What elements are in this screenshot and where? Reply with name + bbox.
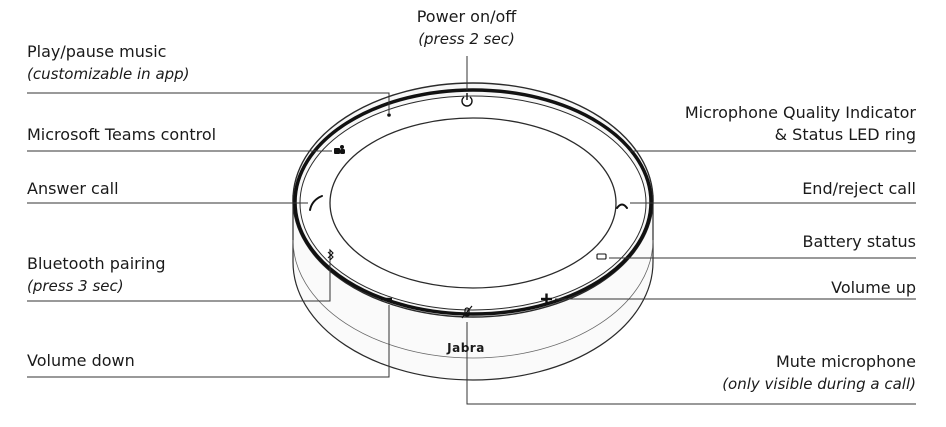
label-bluetooth-title: Bluetooth pairing bbox=[27, 254, 166, 273]
label-power: Power on/off (press 2 sec) bbox=[0, 6, 933, 50]
label-mute-note: (only visible during a call) bbox=[722, 375, 916, 393]
label-mute: Mute microphone (only visible during a c… bbox=[722, 351, 916, 395]
device-top bbox=[292, 82, 654, 318]
label-teams-title: Microsoft Teams control bbox=[27, 125, 217, 144]
label-end-reject-title: End/reject call bbox=[802, 179, 916, 198]
play-pause-dot-icon[interactable] bbox=[387, 113, 391, 117]
label-answer: Answer call bbox=[27, 178, 119, 200]
label-volume-down: Volume down bbox=[27, 350, 135, 372]
label-end-reject: End/reject call bbox=[802, 178, 916, 200]
mute-microphone-icon[interactable] bbox=[461, 305, 473, 319]
leader-play-pause bbox=[27, 92, 390, 113]
speaker-grill bbox=[329, 117, 617, 289]
leader-lines bbox=[27, 56, 916, 405]
bluetooth-icon[interactable] bbox=[327, 248, 334, 262]
label-play-pause-title: Play/pause music bbox=[27, 42, 167, 61]
leader-mute bbox=[466, 322, 916, 405]
label-play-pause: Play/pause music (customizable in app) bbox=[27, 41, 190, 85]
label-answer-title: Answer call bbox=[27, 179, 119, 198]
leader-volume-down bbox=[27, 305, 390, 378]
label-volume-up: Volume up bbox=[831, 277, 916, 299]
label-bluetooth: Bluetooth pairing (press 3 sec) bbox=[27, 253, 165, 297]
label-volume-up-title: Volume up bbox=[831, 278, 916, 297]
brand-logo: Jabra bbox=[447, 341, 485, 355]
battery-icon bbox=[596, 253, 607, 260]
label-bluetooth-note: (press 3 sec) bbox=[27, 277, 124, 295]
label-play-pause-note: (customizable in app) bbox=[27, 65, 190, 83]
label-mic-indicator-line2: & Status LED ring bbox=[774, 125, 916, 144]
answer-call-icon[interactable] bbox=[309, 195, 323, 211]
teams-icon[interactable] bbox=[334, 145, 345, 154]
label-battery-title: Battery status bbox=[802, 232, 916, 251]
label-teams: Microsoft Teams control bbox=[27, 124, 216, 146]
label-battery: Battery status bbox=[803, 231, 916, 253]
label-power-note: (press 2 sec) bbox=[418, 30, 515, 48]
label-power-title: Power on/off bbox=[416, 7, 517, 26]
led-ring bbox=[293, 88, 653, 316]
label-volume-down-title: Volume down bbox=[27, 351, 135, 370]
volume-up-icon[interactable] bbox=[541, 293, 552, 305]
end-call-icon[interactable] bbox=[616, 203, 628, 209]
label-mic-indicator-line1: Microphone Quality Indicator bbox=[684, 103, 916, 122]
leader-bluetooth bbox=[27, 260, 331, 302]
power-icon[interactable] bbox=[461, 93, 473, 107]
label-mic-indicator: Microphone Quality Indicator & Status LE… bbox=[685, 102, 916, 146]
label-mute-title: Mute microphone bbox=[775, 352, 916, 371]
